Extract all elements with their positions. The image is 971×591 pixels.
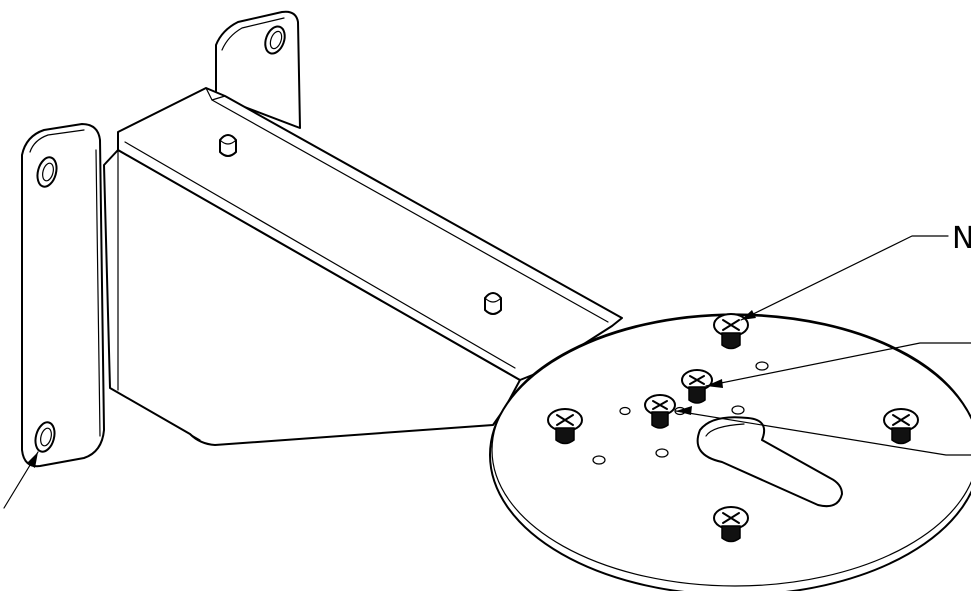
screw-top xyxy=(713,313,749,350)
locator-pin-1 xyxy=(219,134,237,157)
rear-wall-tab xyxy=(215,10,301,129)
front-wall-plate xyxy=(21,123,105,468)
locator-pin-2 xyxy=(484,292,502,315)
screw-bottom xyxy=(713,506,749,543)
screw-left xyxy=(547,408,583,445)
leader-line-2 xyxy=(705,342,971,388)
leader-line-1 xyxy=(740,235,949,321)
screw-center-upper xyxy=(681,369,713,404)
screw-center-lower xyxy=(644,394,676,429)
leader-line-4 xyxy=(3,451,39,509)
screw-right xyxy=(883,408,919,445)
leader-line-3 xyxy=(675,406,971,456)
keyhole-slot-icon xyxy=(696,416,843,508)
callout-label-1: N xyxy=(952,221,971,256)
mounting-hole-icon xyxy=(592,361,769,465)
